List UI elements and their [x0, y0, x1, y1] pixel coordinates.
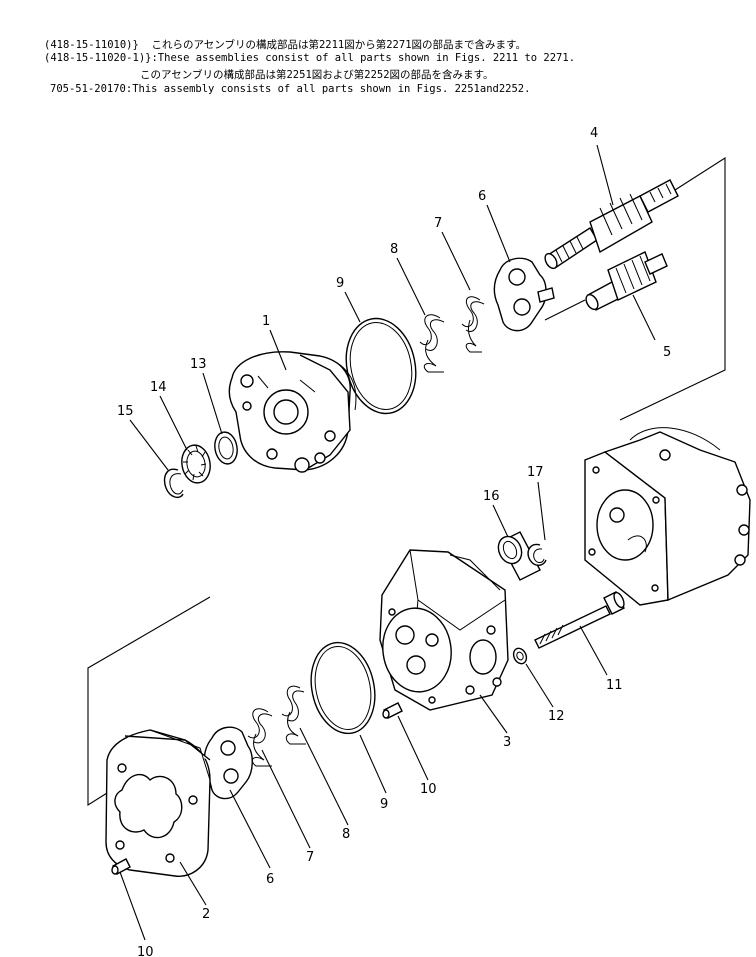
dowel-pin-middle	[382, 702, 403, 719]
note-line-1: (418-15-11010)} これらのアセンブリの構成部品は第2211図から第…	[44, 38, 526, 52]
callout-11: 11	[606, 678, 623, 693]
callout-7-upper: 7	[434, 216, 442, 231]
note-line-4: 705-51-20170:This assembly consists of a…	[50, 82, 530, 96]
front-cover	[228, 351, 357, 473]
bearing	[181, 444, 211, 484]
callout-labels: 4 6 7 8 9 1 13 14 15 5 17 16 11 12 3 10 …	[117, 126, 671, 957]
part-number-1: (418-15-11010)	[44, 39, 133, 51]
backup-ring-upper	[419, 314, 445, 373]
o-ring-upper	[345, 317, 417, 415]
callout-12: 12	[548, 709, 565, 724]
callout-7-lower: 7	[306, 850, 314, 865]
o-ring-lower	[310, 641, 376, 735]
note-text-jp-2: このアセンブリの構成部品は第2251図および第2252図の部品を含みます。	[140, 69, 494, 81]
snap-ring	[163, 468, 184, 499]
dowel-pin-lower	[111, 858, 131, 875]
drive-gear-shaft	[544, 179, 679, 270]
part-number-2: (418-15-11020-1)	[44, 52, 146, 64]
callout-4: 4	[590, 126, 598, 141]
callout-6-lower: 6	[266, 872, 274, 887]
assembly-boundary-lower	[87, 596, 211, 806]
callout-1: 1	[262, 314, 270, 329]
callout-17: 17	[527, 465, 544, 480]
callout-8-lower: 8	[342, 827, 350, 842]
note-text-jp-1: } これらのアセンブリの構成部品は第2211図から第2271図の部品まで含みます…	[132, 39, 526, 51]
washer	[512, 647, 528, 665]
thrust-plate-lower	[203, 726, 253, 800]
seal-spring-lower	[247, 708, 273, 767]
callout-9-upper: 9	[336, 276, 344, 291]
callout-3: 3	[503, 735, 511, 750]
note-text-en-2: This assembly consists of all parts show…	[132, 83, 531, 95]
seal-spring-upper	[461, 296, 485, 353]
leader-lines	[119, 144, 656, 941]
thrust-plate-upper	[493, 257, 555, 332]
backup-ring-lower	[281, 685, 306, 745]
callout-13: 13	[190, 357, 207, 372]
bushing	[497, 531, 541, 581]
callout-16: 16	[483, 489, 500, 504]
callout-6-upper: 6	[478, 189, 486, 204]
driven-gear	[585, 251, 668, 311]
callout-5: 5	[663, 345, 671, 360]
callout-8-upper: 8	[390, 242, 398, 257]
oil-seal	[214, 431, 238, 465]
callout-10-middle: 10	[420, 782, 437, 797]
callout-10-lower: 10	[137, 945, 154, 957]
callout-15: 15	[117, 404, 134, 419]
callout-14: 14	[150, 380, 167, 395]
long-bolt	[534, 591, 625, 649]
snap-ring-small	[527, 543, 547, 566]
callout-9-lower: 9	[380, 797, 388, 812]
gear-housing	[105, 729, 211, 877]
note-text-en-1: }:These assemblies consist of all parts …	[145, 52, 576, 64]
note-line-2: (418-15-11020-1)}:These assemblies consi…	[44, 51, 575, 65]
assembly-boundary-upper	[544, 156, 726, 421]
pump-body	[379, 549, 509, 711]
rear-body	[584, 427, 751, 606]
callout-2: 2	[202, 907, 210, 922]
part-number-3: 705-51-20170:	[50, 83, 133, 95]
note-line-3: このアセンブリの構成部品は第2251図および第2252図の部品を含みます。	[140, 68, 494, 82]
